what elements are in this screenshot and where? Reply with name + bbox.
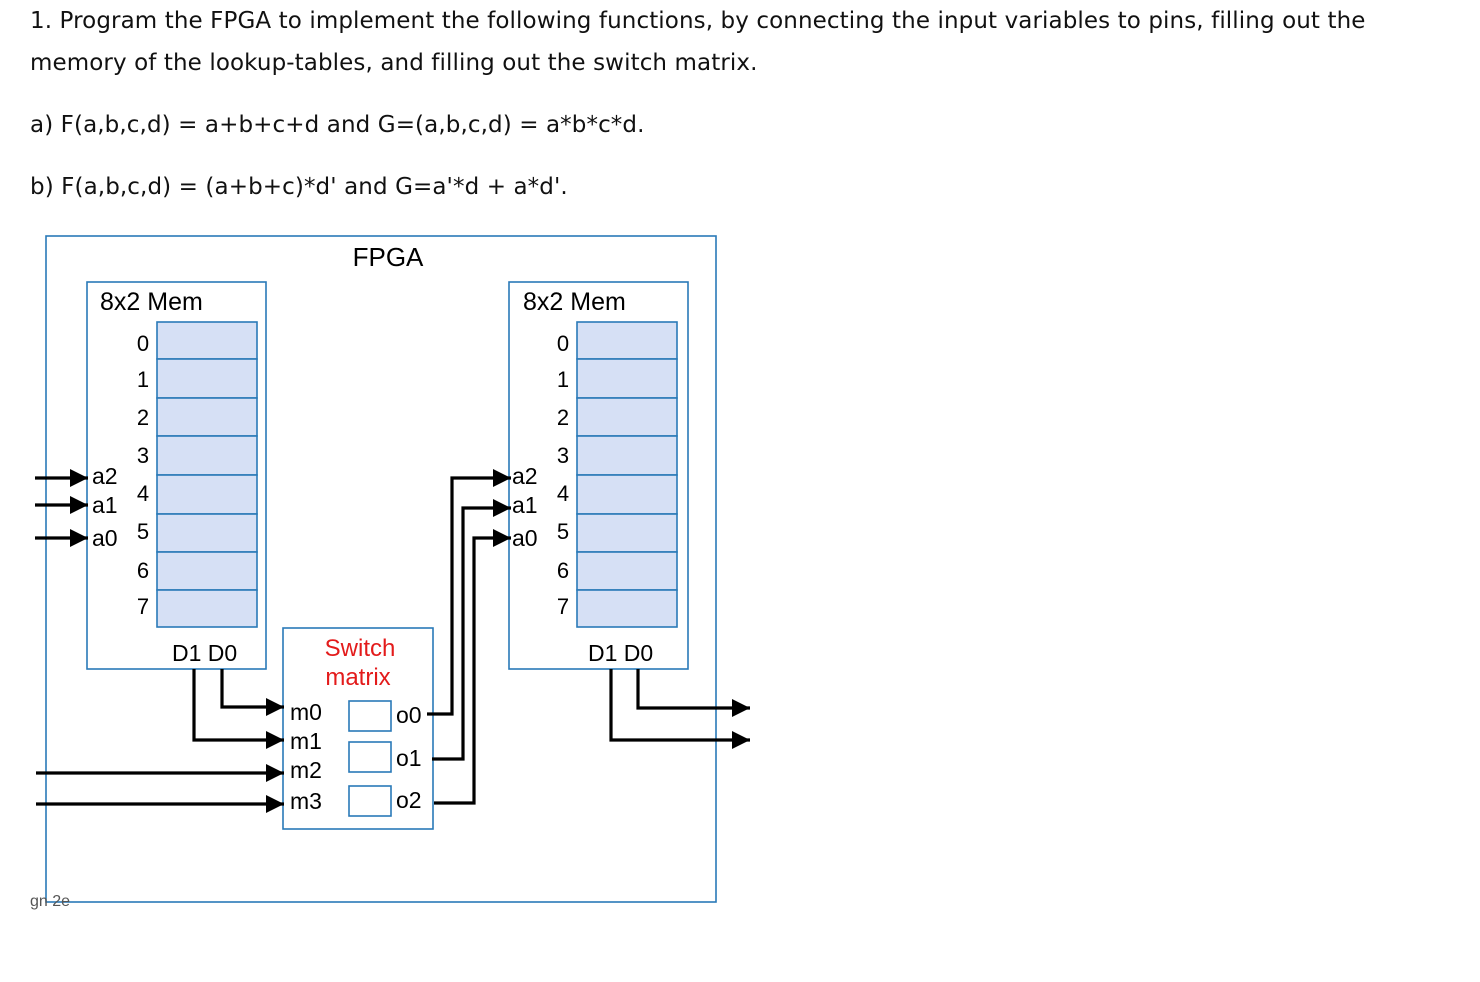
mem-right-row-number: 5 bbox=[557, 519, 569, 544]
mem-left-row-number: 3 bbox=[137, 443, 149, 468]
switch-output-o0: o0 bbox=[396, 702, 422, 728]
switch-input-m2: m2 bbox=[290, 757, 322, 783]
fpga-title: FPGA bbox=[353, 242, 424, 272]
mem-right-addr-a1: a1 bbox=[512, 492, 538, 518]
mem-right-row-number: 7 bbox=[557, 594, 569, 619]
mem-left-cell-2[interactable] bbox=[156, 397, 258, 437]
switch-title-line1: Switch bbox=[325, 635, 396, 662]
switch-matrix: Switch matrix m0 m1 m2 m3 o0 o1 o2 bbox=[282, 627, 434, 830]
switch-output-o2: o2 bbox=[396, 787, 422, 813]
mem-left-cell-1[interactable] bbox=[156, 358, 258, 399]
mem-right-addr-a2: a2 bbox=[512, 463, 538, 489]
wire-o1-to-a1 bbox=[432, 499, 511, 761]
wire-o0-to-a2 bbox=[427, 469, 511, 716]
mem-left-cell-3[interactable] bbox=[156, 435, 258, 476]
switch-input-m0: m0 bbox=[290, 699, 322, 725]
mem-left-cell-5[interactable] bbox=[156, 513, 258, 553]
memory-left: 8x2 Mem 0 1 2 3 4 5 6 7 a2 a1 a0 D1 D0 bbox=[86, 281, 267, 670]
mem-right-row-number: 6 bbox=[557, 558, 569, 583]
mem-left-row-number: 0 bbox=[137, 331, 149, 356]
fpga-outline bbox=[45, 235, 717, 903]
question-part-a: a) F(a,b,c,d) = a+b+c+d and G=(a,b,c,d) … bbox=[30, 112, 645, 138]
mem-left-addr-a2: a2 bbox=[92, 463, 118, 489]
switch-cell-o1[interactable] bbox=[348, 741, 392, 773]
wires bbox=[35, 469, 750, 813]
switch-cell-o2[interactable] bbox=[348, 785, 392, 817]
switch-input-m1: m1 bbox=[290, 728, 322, 754]
switch-input-m3: m3 bbox=[290, 788, 322, 814]
question-text: 1. Program the FPGA to implement the fol… bbox=[30, 8, 1366, 76]
memory-right-label: 8x2 Mem bbox=[523, 288, 626, 316]
mem-left-row-number: 7 bbox=[137, 594, 149, 619]
mem-right-cell-1[interactable] bbox=[576, 358, 678, 399]
wire-right-d0-out bbox=[636, 669, 750, 717]
wire-o2-to-a0 bbox=[434, 529, 511, 805]
mem-left-row-number: 2 bbox=[137, 405, 149, 430]
switch-title-line2: matrix bbox=[325, 664, 390, 691]
mem-left-row-number: 5 bbox=[137, 519, 149, 544]
mem-right-cell-0[interactable] bbox=[576, 321, 678, 360]
mem-left-cell-6[interactable] bbox=[156, 551, 258, 591]
wire-d1-to-m1 bbox=[192, 669, 284, 749]
mem-left-addr-a0: a0 bbox=[92, 525, 118, 551]
switch-cell-o0[interactable] bbox=[348, 700, 392, 732]
mem-left-row-number: 4 bbox=[137, 481, 149, 506]
mem-right-addr-a0: a0 bbox=[512, 525, 538, 551]
mem-left-cell-4[interactable] bbox=[156, 474, 258, 515]
mem-right-cell-2[interactable] bbox=[576, 397, 678, 437]
mem-right-row-number: 3 bbox=[557, 443, 569, 468]
memory-right: 8x2 Mem 0 1 2 3 4 5 6 7 a2 a1 a0 D1 D0 bbox=[508, 281, 689, 670]
memory-right-data-label: D1 D0 bbox=[588, 640, 653, 666]
mem-left-addr-a1: a1 bbox=[92, 492, 118, 518]
question-part-b: b) F(a,b,c,d) = (a+b+c)*d' and G=a'*d + … bbox=[30, 174, 568, 200]
mem-right-row-number: 1 bbox=[557, 367, 569, 392]
wire-right-d1-out bbox=[609, 669, 750, 749]
mem-left-row-number: 1 bbox=[137, 367, 149, 392]
switch-output-o1: o1 bbox=[396, 745, 422, 771]
mem-left-cell-7[interactable] bbox=[156, 589, 258, 628]
mem-right-cell-4[interactable] bbox=[576, 474, 678, 515]
corner-label: gn 2e bbox=[30, 893, 70, 910]
wire-d0-to-m0 bbox=[220, 669, 284, 716]
mem-right-row-number: 4 bbox=[557, 481, 569, 506]
mem-right-cell-7[interactable] bbox=[576, 589, 678, 628]
memory-left-label: 8x2 Mem bbox=[100, 288, 203, 316]
mem-right-row-number: 0 bbox=[557, 331, 569, 356]
mem-right-row-number: 2 bbox=[557, 405, 569, 430]
mem-right-cell-6[interactable] bbox=[576, 551, 678, 591]
mem-right-cell-3[interactable] bbox=[576, 435, 678, 476]
mem-left-cell-0[interactable] bbox=[156, 321, 258, 360]
mem-left-row-number: 6 bbox=[137, 558, 149, 583]
mem-right-cell-5[interactable] bbox=[576, 513, 678, 553]
memory-left-data-label: D1 D0 bbox=[172, 640, 237, 666]
